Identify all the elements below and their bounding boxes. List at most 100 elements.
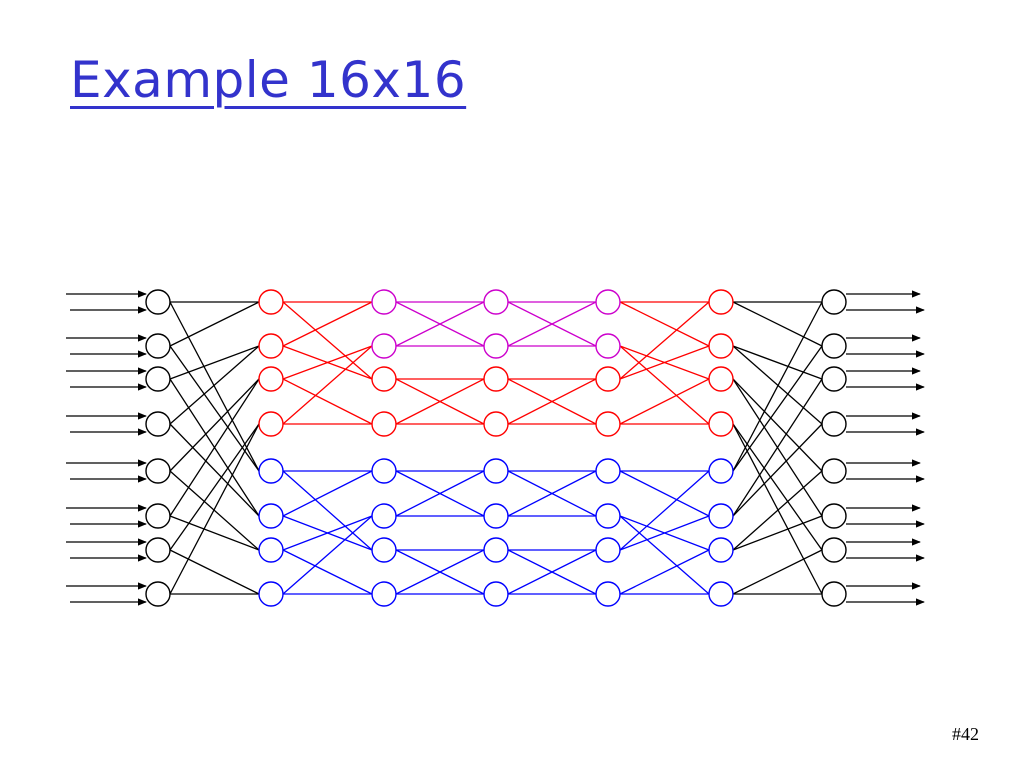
- link-c0-3-5: [169, 423, 260, 517]
- link-c3-5-4: [507, 470, 597, 517]
- link-c5-1-3: [732, 345, 823, 425]
- switch-node-c5-r4: [708, 458, 734, 484]
- link-c1-6-7: [282, 549, 373, 595]
- link-c4-4-5: [619, 470, 710, 517]
- link-c1-5-4: [282, 470, 373, 517]
- switch-node-c6-r0: [821, 289, 847, 315]
- link-c1-1-0: [282, 301, 373, 347]
- link-c4-0-1: [619, 301, 710, 347]
- link-c5-2-4: [732, 378, 823, 472]
- slide-title: Example 16x16: [70, 51, 467, 109]
- switch-node-c3-r5: [483, 503, 509, 529]
- link-c0-4-6: [169, 470, 260, 551]
- link-c5-4-1: [732, 345, 823, 472]
- link-c5-1-2: [732, 345, 823, 380]
- link-c4-1-2: [619, 345, 710, 380]
- switch-node-c0-r6: [145, 537, 171, 563]
- switch-node-c0-r7: [145, 581, 171, 607]
- switch-node-c3-r7: [483, 581, 509, 607]
- link-c0-5-6: [169, 515, 260, 551]
- link-c5-4-0: [732, 301, 823, 472]
- switch-node-c0-r5: [145, 503, 171, 529]
- switch-node-c6-r1: [821, 333, 847, 359]
- link-c0-0-4: [169, 301, 260, 472]
- link-c4-1-3: [619, 345, 710, 425]
- switch-node-c5-r5: [708, 503, 734, 529]
- switch-node-c2-r3: [371, 411, 397, 437]
- slide-number: #42: [952, 724, 979, 744]
- switch-node-c5-r1: [708, 333, 734, 359]
- link-c5-6-5: [732, 515, 823, 551]
- switch-node-c0-r3: [145, 411, 171, 437]
- switch-node-c1-r5: [258, 503, 284, 529]
- switch-node-c0-r2: [145, 366, 171, 392]
- link-c4-6-4: [619, 470, 710, 551]
- switch-node-c4-r1: [595, 333, 621, 359]
- switch-node-c2-r7: [371, 581, 397, 607]
- switch-node-c6-r4: [821, 458, 847, 484]
- link-c2-5-4: [395, 470, 485, 517]
- link-c1-3-1: [282, 345, 373, 425]
- link-c5-5-3: [732, 423, 823, 517]
- switch-node-c0-r4: [145, 458, 171, 484]
- link-c5-0-1: [732, 301, 823, 347]
- switch-node-c2-r0: [371, 289, 397, 315]
- link-c4-5-7: [619, 515, 710, 595]
- link-c2-1-0: [395, 301, 485, 347]
- switch-node-c5-r6: [708, 537, 734, 563]
- link-c5-2-5: [732, 378, 823, 517]
- switch-node-c3-r2: [483, 366, 509, 392]
- link-c1-0-2: [282, 301, 373, 380]
- switch-node-c1-r7: [258, 581, 284, 607]
- link-c0-2-1: [169, 345, 260, 380]
- switch-node-c4-r2: [595, 366, 621, 392]
- link-c3-1-0: [507, 301, 597, 347]
- switch-node-c1-r6: [258, 537, 284, 563]
- switch-node-c4-r7: [595, 581, 621, 607]
- switch-node-c4-r5: [595, 503, 621, 529]
- switch-node-c3-r4: [483, 458, 509, 484]
- link-c0-6-3: [169, 423, 260, 551]
- link-c4-5-6: [619, 515, 710, 551]
- switch-node-c2-r4: [371, 458, 397, 484]
- link-c4-2-0: [619, 301, 710, 380]
- link-layer: [169, 301, 823, 595]
- link-c5-6-4: [732, 470, 823, 551]
- link-c1-4-6: [282, 470, 373, 551]
- switch-node-c5-r3: [708, 411, 734, 437]
- switch-node-c2-r2: [371, 366, 397, 392]
- switch-node-c5-r2: [708, 366, 734, 392]
- link-c2-3-2: [395, 378, 485, 425]
- link-c5-3-7: [732, 423, 823, 595]
- switch-node-c2-r6: [371, 537, 397, 563]
- switch-node-c1-r2: [258, 366, 284, 392]
- switch-node-c6-r3: [821, 411, 847, 437]
- switch-node-c1-r3: [258, 411, 284, 437]
- switch-node-c4-r3: [595, 411, 621, 437]
- switch-node-c3-r6: [483, 537, 509, 563]
- switch-node-c0-r0: [145, 289, 171, 315]
- link-c5-7-6: [732, 549, 823, 595]
- link-c5-3-6: [732, 423, 823, 551]
- link-c0-1-0: [169, 301, 260, 347]
- link-c0-6-7: [169, 549, 260, 595]
- switch-node-c6-r2: [821, 366, 847, 392]
- switch-node-c3-r0: [483, 289, 509, 315]
- switch-node-c1-r4: [258, 458, 284, 484]
- switch-node-c5-r7: [708, 581, 734, 607]
- link-c0-4-2: [169, 378, 260, 472]
- switch-node-c1-r0: [258, 289, 284, 315]
- switch-node-c4-r6: [595, 537, 621, 563]
- switch-node-c3-r3: [483, 411, 509, 437]
- link-c4-7-6: [619, 549, 710, 595]
- link-c2-7-6: [395, 549, 485, 595]
- link-c0-3-1: [169, 345, 260, 425]
- link-c1-2-1: [282, 345, 373, 380]
- switch-node-c1-r1: [258, 333, 284, 359]
- link-c1-6-5: [282, 515, 373, 551]
- switch-node-c6-r7: [821, 581, 847, 607]
- link-c0-7-3: [169, 423, 260, 595]
- link-c3-7-6: [507, 549, 597, 595]
- link-c1-2-3: [282, 378, 373, 425]
